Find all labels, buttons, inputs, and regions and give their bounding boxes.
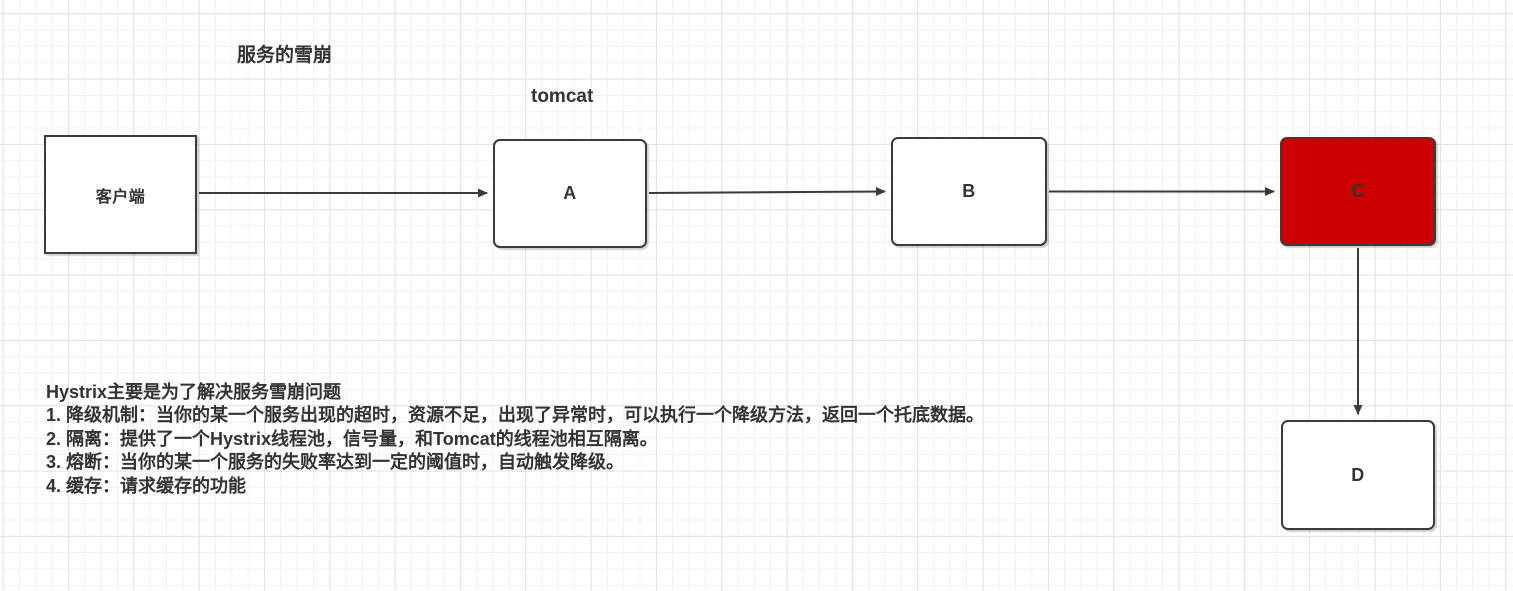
node-client[interactable]: 客户端 — [44, 135, 197, 254]
diagram-title: 服务的雪崩 — [237, 45, 333, 66]
node-B-label: B — [962, 181, 976, 201]
tomcat-label: tomcat — [531, 86, 594, 107]
edge-A-to-B[interactable] — [648, 187, 886, 197]
node-A[interactable]: A — [493, 139, 647, 248]
node-C-label: C — [1351, 181, 1365, 201]
notes-line-cache: 4. 缓存：请求缓存的功能 — [46, 475, 247, 496]
node-C[interactable]: C — [1280, 137, 1436, 246]
node-A-label: A — [563, 183, 577, 203]
notes-line-circuit-break: 3. 熔断：当你的某一个服务的失败率达到一定的阈值时，自动触发降级。 — [46, 452, 625, 473]
notes-line-heading: Hystrix主要是为了解决服务雪崩问题 — [46, 382, 342, 402]
node-D-label: D — [1351, 464, 1365, 485]
node-D[interactable]: D — [1281, 420, 1435, 530]
notes-line-isolation: 2. 隔离：提供了一个Hystrix线程池，信号量，和Tomcat的线程池相互隔… — [46, 428, 658, 449]
hystrix-notes: Hystrix主要是为了解决服务雪崩问题 1. 降级机制：当你的某一个服务出现的… — [46, 381, 984, 498]
node-B[interactable]: B — [891, 137, 1047, 246]
node-client-label: 客户端 — [95, 188, 146, 206]
notes-line-degrade: 1. 降级机制：当你的某一个服务出现的超时，资源不足，出现了异常时，可以执行一个… — [46, 405, 985, 426]
